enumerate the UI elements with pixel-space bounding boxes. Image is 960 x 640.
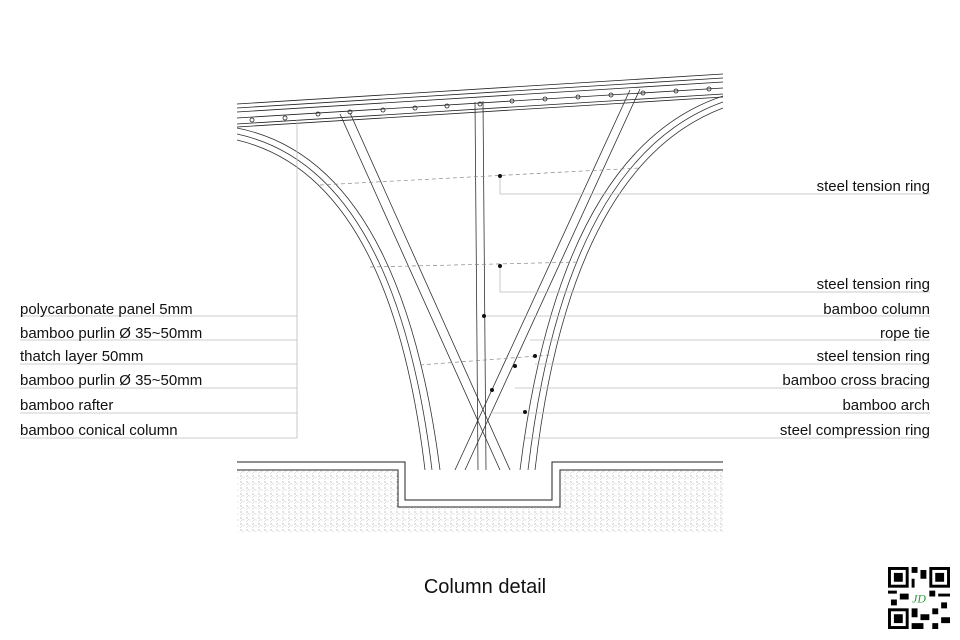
qr-code: JD [888, 567, 950, 629]
left-leaders [20, 120, 298, 439]
drawing-title: Column detail [423, 576, 547, 598]
label-steel-tension-ring-2: steel tension ring [816, 276, 930, 293]
roof [236, 73, 724, 128]
label-bamboo-arch: bamboo arch [842, 397, 930, 414]
label-polycarbonate-panel: polycarbonate panel 5mm [20, 301, 193, 318]
label-bamboo-rafter: bamboo rafter [20, 397, 114, 414]
label-bamboo-purlin-upper: bamboo purlin Ø 35~50mm [20, 325, 203, 342]
label-bamboo-column: bamboo column [823, 301, 930, 318]
label-bamboo-cross-bracing: bamboo cross bracing [782, 372, 930, 389]
label-conical-column: bamboo conical column [20, 422, 178, 439]
tension-rings [319, 167, 641, 366]
right-leaders [484, 176, 930, 439]
soil-hatch [237, 470, 723, 532]
label-steel-compression-ring: steel compression ring [779, 422, 930, 439]
label-thatch-layer: thatch layer 50mm [20, 348, 144, 365]
arches [236, 88, 724, 471]
label-rope-tie: rope tie [879, 325, 930, 342]
roof-purlins [249, 86, 712, 123]
label-steel-tension-ring-3: steel tension ring [816, 348, 930, 365]
label-bamboo-purlin-lower: bamboo purlin Ø 35~50mm [20, 372, 203, 389]
label-steel-tension-ring-1: steel tension ring [816, 178, 930, 195]
qr-logo: JD [912, 591, 926, 605]
